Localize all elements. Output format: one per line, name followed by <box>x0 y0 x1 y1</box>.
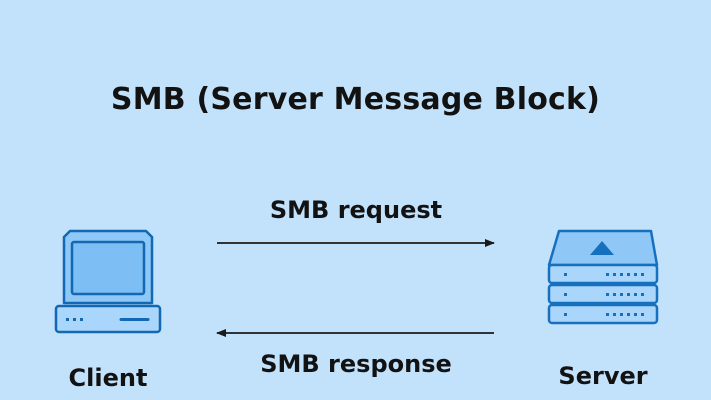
response-label: SMB response <box>260 350 452 378</box>
request-label: SMB request <box>269 196 443 224</box>
client-label: Client <box>68 364 148 392</box>
diagram-title: SMB (Server Message Block) <box>110 82 601 117</box>
computer-icon <box>54 229 162 334</box>
server-label: Server <box>558 362 648 390</box>
server-icon <box>547 229 659 325</box>
